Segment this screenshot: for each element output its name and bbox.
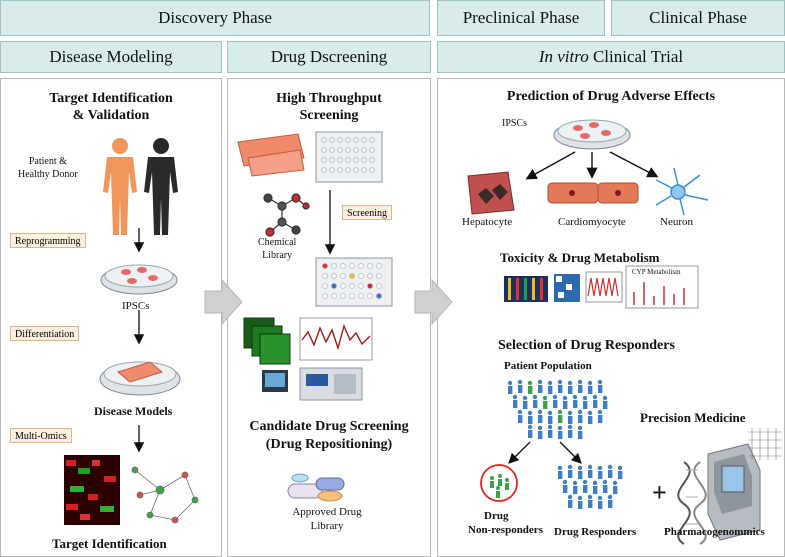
clinical-trial-label: Clinical Trial <box>588 47 684 66</box>
ipscs-label-left: IPSCs <box>122 300 150 312</box>
approved-drug-line2: Library <box>310 520 344 532</box>
target-id-title-line1: Target Identification <box>49 91 173 106</box>
multi-omics-tag: Multi-Omics <box>10 428 72 443</box>
chemical-library-line1: Chemical <box>258 237 297 248</box>
chemical-library-label: Chemical Library <box>258 236 296 262</box>
preclinical-phase-label: Preclinical Phase <box>462 8 580 27</box>
hts-title-line2: Screening <box>299 108 359 123</box>
flow-arrow-icon <box>414 278 453 326</box>
discovery-phase-header: Discovery Phase <box>0 0 430 36</box>
precision-medicine-label: Precision Medicine <box>640 410 746 425</box>
disease-modeling-header: Disease Modeling <box>0 41 222 73</box>
drug-responders-title: Selection of Drug Responders <box>498 338 675 353</box>
arrow-icon <box>508 441 531 464</box>
variant-grid-icon <box>554 274 580 302</box>
pharmacogenomics-label: Pharmacogenommics <box>664 526 765 538</box>
candidate-drug-line2: (Drug Repositioning) <box>265 437 393 452</box>
neuron-icon <box>655 167 709 216</box>
hepatocyte-label: Hepatocyte <box>462 216 513 228</box>
patient-label-line2: Healthy Donor <box>18 169 78 180</box>
plus-sign: + <box>652 478 667 507</box>
patient-figure-icon <box>103 138 137 235</box>
target-id-title-line2: & Validation <box>72 108 150 123</box>
discovery-phase-label: Discovery Phase <box>158 8 272 27</box>
cyp-chart-icon <box>625 265 699 309</box>
patient-crowd-icon <box>507 379 608 439</box>
disease-models-label: Disease Models <box>94 404 173 418</box>
drug-label: Drug <box>484 510 509 522</box>
reprogramming-tag: Reprogramming <box>10 233 86 248</box>
non-responders-circle-icon <box>480 464 518 502</box>
healthy-donor-figure-icon <box>144 138 178 235</box>
cardiomyocyte-label: Cardiomyocyte <box>558 216 626 228</box>
clinical-phase-label: Clinical Phase <box>649 8 747 27</box>
cyp-metabolism-label: CYP Metabolism <box>632 268 681 276</box>
disease-model-dish-icon <box>99 361 181 396</box>
arrow-icon <box>609 151 659 178</box>
chemical-library-line2: Library <box>262 250 293 261</box>
screening-tag: Screening <box>342 205 392 220</box>
patient-population-label: Patient Population <box>504 360 592 372</box>
screening-plot-icon <box>299 317 373 361</box>
molecule-icon <box>263 193 310 237</box>
drug-screening-header: Drug Dscreening <box>227 41 431 73</box>
hts-title-line1: High Throughput <box>276 91 382 106</box>
clinical-phase-header: Clinical Phase <box>611 0 785 36</box>
drug-responders-icon <box>557 464 623 509</box>
lab-instrument-icon <box>262 367 363 401</box>
heatmap-icon <box>64 455 120 525</box>
drug-screening-label: Drug Dscreening <box>270 47 388 66</box>
ipscs-label-right: IPSCs <box>502 118 528 129</box>
waveform-icon <box>585 271 623 303</box>
well-plate-icon <box>315 131 383 183</box>
target-id-validation-title: Target Identification & Validation <box>20 90 202 124</box>
adverse-effects-title: Prediction of Drug Adverse Effects <box>506 89 716 104</box>
target-identification-label: Target Identification <box>52 536 167 551</box>
approved-drug-line1: Approved Drug <box>292 506 362 518</box>
image-stack-icon <box>243 317 291 365</box>
petri-dish-icon <box>100 264 178 295</box>
cell-sheet-icon <box>237 133 305 177</box>
network-icon <box>131 466 199 524</box>
candidate-drug-title: Candidate Drug Screening (Drug Repositio… <box>227 418 431 454</box>
sequence-bars-icon <box>504 276 548 302</box>
flow-arrow-icon <box>204 278 243 326</box>
patient-label-line1: Patient & <box>28 156 67 167</box>
dna-helix-icon <box>677 461 707 545</box>
ipsc-dish-icon <box>553 119 631 150</box>
screened-plate-icon <box>315 257 393 307</box>
pills-icon <box>287 473 345 502</box>
arrow-icon <box>525 151 576 180</box>
in-vitro-clinical-trial-header: In vitro Clinical Trial <box>437 41 785 73</box>
preclinical-phase-header: Preclinical Phase <box>437 0 605 36</box>
approved-drug-library-label: Approved Drug Library <box>283 505 371 533</box>
differentiation-tag: Differentiation <box>10 326 80 341</box>
cardiomyocyte-icon <box>547 182 639 204</box>
sequencer-device-icon <box>707 428 782 541</box>
hts-title: High Throughput Screening <box>247 90 411 124</box>
arrow-icon <box>559 441 582 464</box>
toxicity-label: Toxicity & Drug Metabolism <box>500 250 660 265</box>
neuron-label: Neuron <box>660 216 693 228</box>
non-responders-label: Non-responders <box>468 524 543 536</box>
candidate-drug-line1: Candidate Drug Screening <box>249 419 409 434</box>
drug-responders-label: Drug Responders <box>554 526 637 538</box>
in-vitro-label: In vitro <box>538 47 589 66</box>
patient-donor-label: Patient & Healthy Donor <box>18 155 78 181</box>
hepatocyte-icon <box>467 171 515 215</box>
disease-modeling-label: Disease Modeling <box>49 47 173 66</box>
